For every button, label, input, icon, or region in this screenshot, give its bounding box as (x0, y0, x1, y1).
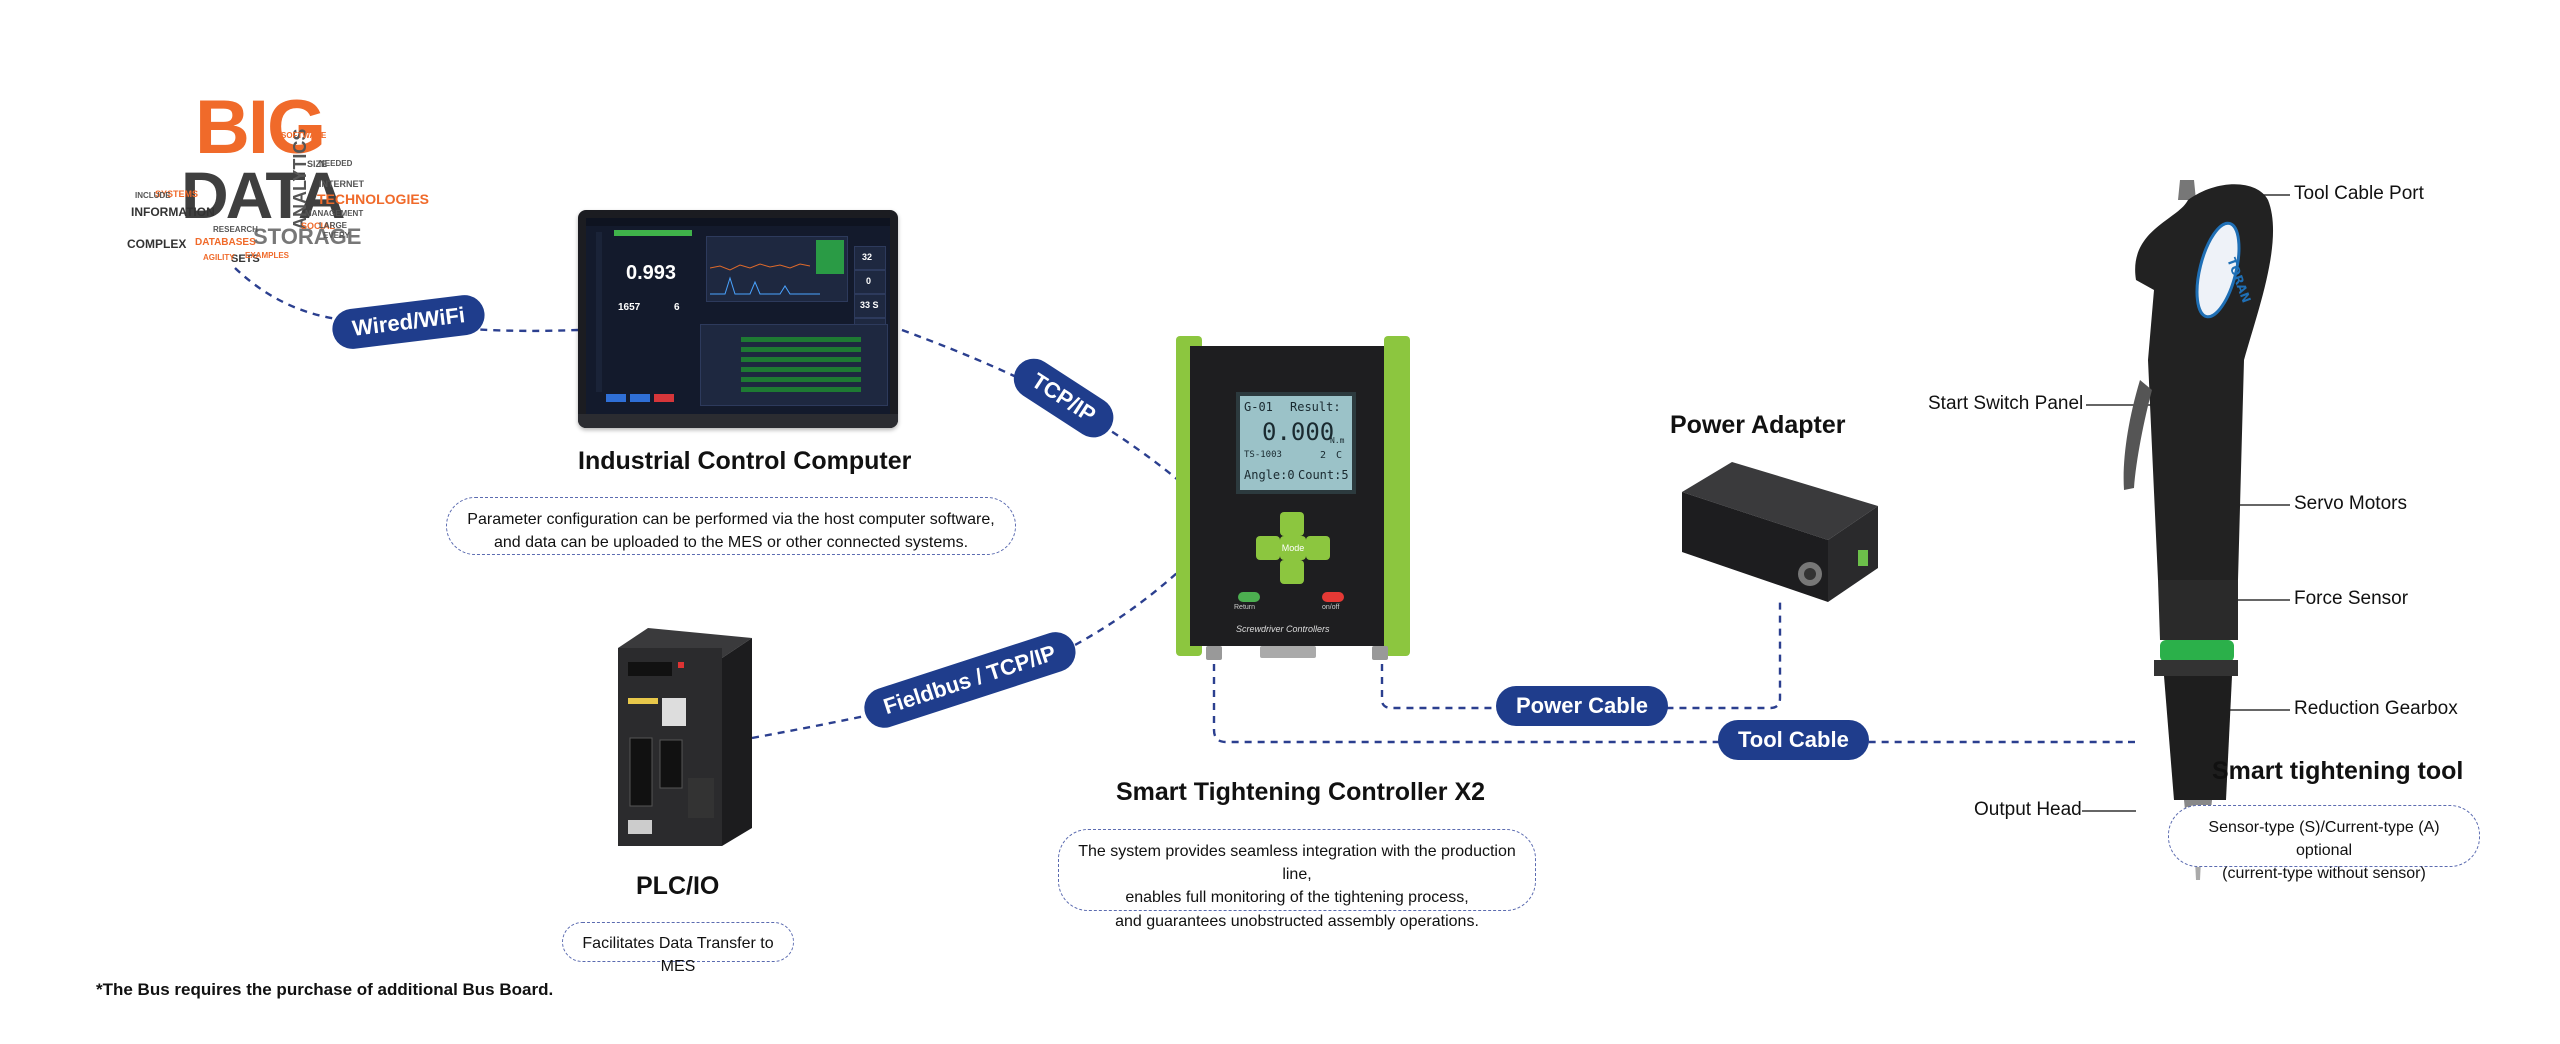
controller-key-down[interactable] (1280, 560, 1304, 584)
controller-brand-text: Screwdriver Controllers (1236, 624, 1330, 634)
controller-lcd: G-01 Result: 0.000 N.m TS-1003 2 C Angle… (1236, 392, 1356, 494)
tool-description: Sensor-type (S)/Current-type (A) optiona… (2168, 805, 2480, 882)
hmi-value-b: 6 (674, 302, 680, 313)
computer-title: Industrial Control Computer (578, 447, 912, 475)
wc-sets: SETS (231, 253, 260, 265)
wc-information: INFORMATION (131, 205, 215, 219)
wc-data: DATA (181, 158, 346, 232)
tightening-controller: G-01 Result: 0.000 N.m TS-1003 2 C Angle… (1176, 336, 1410, 660)
controller-return-button[interactable] (1238, 592, 1260, 602)
wc-research: RESEARCH (213, 225, 258, 234)
wc-systems: SYSTEMS (155, 189, 199, 199)
big-data-wordcloud: BIG DATA ANALYTICS STORAGE TECHNOLOGIES … (95, 80, 429, 280)
controller-desc-line-1: The system provides seamless integration… (1078, 843, 1516, 884)
label-reduction-gearbox: Reduction Gearbox (2294, 698, 2458, 719)
smart-tightening-tool-image: TORAN (2123, 180, 2274, 880)
computer-description: Parameter configuration can be performed… (446, 497, 1016, 555)
controller-title: Smart Tightening Controller X2 (1116, 778, 1486, 806)
plc-desc-line: Facilitates Data Transfer to MES (582, 935, 774, 976)
wc-examples: EXAMPLES (245, 251, 290, 260)
plc-device-image (618, 628, 752, 846)
label-servo-motors: Servo Motors (2294, 493, 2407, 514)
wc-complex: COMPLEX (127, 237, 187, 251)
wc-management: MANAGEMENT (305, 209, 364, 218)
wc-size: SIZE (307, 159, 328, 169)
power-adapter-title: Power Adapter (1670, 411, 1846, 439)
wc-technologies: TECHNOLOGIES (317, 191, 430, 207)
wc-storage: STORAGE (253, 224, 362, 249)
pill-power-cable: Power Cable (1496, 686, 1669, 727)
wc-internet: INTERNET (319, 179, 364, 189)
controller-description: The system provides seamless integration… (1058, 829, 1536, 930)
tool-title: Smart tightening tool (2212, 757, 2464, 785)
controller-onoff-label: on/off (1322, 604, 1340, 611)
controller-key-left[interactable] (1256, 536, 1280, 560)
wc-databases: DATABASES (195, 237, 256, 248)
link-tool-cable (1212, 664, 2128, 744)
wc-big: BIG (195, 85, 326, 170)
controller-key-right[interactable] (1306, 536, 1330, 560)
computer-desc-line-2: and data can be uploaded to the MES or o… (493, 534, 969, 552)
hmi-side-value-1: 32 (862, 252, 873, 262)
hmi-data-table (700, 324, 888, 406)
label-output-head: Output Head (1974, 799, 2082, 820)
hmi-trend-chart (710, 263, 820, 295)
wc-needed: NEEDED (319, 159, 353, 168)
hmi-main-value: 0.993 (626, 262, 677, 284)
hmi-screen: 0.993 1657 6 32 0 33 S 2 (586, 218, 890, 414)
power-adapter-image (1682, 462, 1878, 602)
computer-desc-line-1: Parameter configuration can be performed… (467, 511, 995, 528)
label-tool-cable-port: Tool Cable Port (2294, 183, 2424, 204)
tool-desc-line-2: (current-type without sensor) (2222, 865, 2426, 883)
label-force-sensor: Force Sensor (2294, 588, 2409, 609)
controller-onoff-button[interactable] (1322, 592, 1344, 602)
controller-desc-line-2: enables full monitoring of the tightenin… (1125, 889, 1469, 907)
wc-social: SOCIAL (301, 221, 336, 231)
hmi-value-a: 1657 (618, 302, 641, 313)
controller-key-up[interactable] (1280, 512, 1304, 536)
controller-desc-line-3: and guarantees unobstructed assembly ope… (1115, 912, 1479, 930)
wc-large: LARGE (319, 221, 347, 230)
link-plc-controller (751, 571, 1179, 740)
pill-tool-cable: Tool Cable (1718, 720, 1869, 761)
plc-description: Facilitates Data Transfer to MES (562, 922, 794, 975)
label-start-switch-panel: Start Switch Panel (1928, 393, 2084, 414)
industrial-computer-monitor: 0.993 1657 6 32 0 33 S 2 (578, 210, 898, 428)
controller-key-mode[interactable]: Mode (1280, 536, 1306, 560)
hmi-side-value-2: 0 (866, 276, 872, 286)
wc-include: INCLUDE (135, 191, 171, 200)
wc-software: SOFTWARE (281, 131, 327, 140)
plc-title: PLC/IO (636, 872, 720, 900)
controller-return-label: Return (1234, 604, 1256, 611)
bus-footnote: *The Bus requires the purchase of additi… (96, 980, 554, 999)
wc-agility: AGILITY (203, 253, 235, 262)
wc-every: EVERY (323, 231, 350, 240)
tool-desc-line-1: Sensor-type (S)/Current-type (A) optiona… (2208, 819, 2440, 860)
hmi-side-value-3: 33 S (860, 300, 879, 310)
